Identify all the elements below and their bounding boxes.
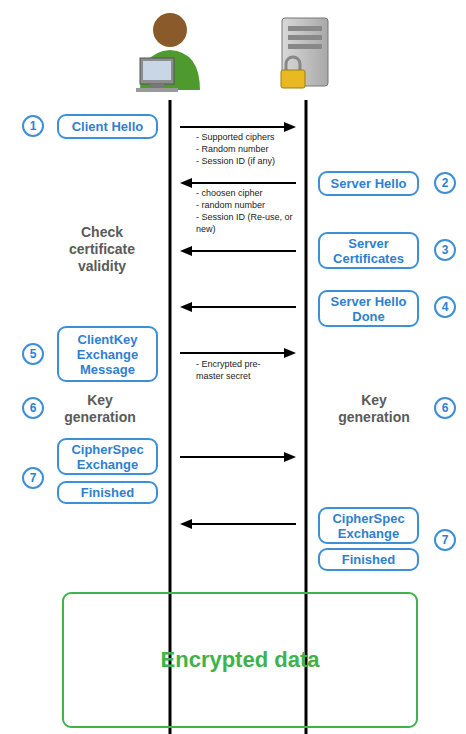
node-text: Server Certificates <box>320 236 417 266</box>
server-icon <box>281 18 328 88</box>
step-note: Check certificate validity <box>50 224 154 275</box>
message-detail: - choosen cipher <box>196 187 301 199</box>
step-note: Key generation <box>326 392 422 426</box>
node-text: CipherSpec Exchange <box>59 442 156 472</box>
message-detail: - Supported ciphers <box>196 131 301 143</box>
node-text: Encrypted data <box>161 647 320 673</box>
message-arrows <box>180 122 296 529</box>
node-body: CipherSpec Exchange <box>320 511 417 541</box>
handshake-step: ClientKey Exchange Message <box>57 326 158 382</box>
node-body: Server Hello <box>331 176 407 191</box>
node-body: ClientKey Exchange Message <box>59 332 156 377</box>
handshake-step: Finished <box>57 481 158 504</box>
handshake-step: CipherSpec Exchange <box>318 507 419 544</box>
callout-number: 6 <box>434 397 456 419</box>
callout-number: 5 <box>22 343 44 365</box>
node-text: Finished <box>342 552 395 567</box>
handshake-step: Server Hello <box>318 171 419 196</box>
node-text: Client Hello <box>72 119 144 134</box>
handshake-step: Server Certificates <box>318 232 419 269</box>
node-text: Server Hello Done <box>320 294 417 324</box>
client-icon <box>136 13 200 92</box>
step-note: Key generation <box>52 392 148 426</box>
node-body: Server Hello Done <box>320 294 417 324</box>
callout-number: 6 <box>22 397 44 419</box>
node-body: Encrypted data <box>161 647 320 673</box>
callout-number: 7 <box>22 467 44 489</box>
callout-number: 2 <box>434 172 456 194</box>
node-text: ClientKey Exchange Message <box>59 332 156 377</box>
handshake-step: Server Hello Done <box>318 290 419 327</box>
callout-number: 4 <box>434 296 456 318</box>
node-body: CipherSpec Exchange <box>59 442 156 472</box>
message-detail: - Session ID (Re-use, or new) <box>196 211 294 235</box>
node-body: Finished <box>81 485 134 500</box>
client-lifeline <box>169 100 172 734</box>
message-detail: - Encrypted pre-master secret <box>196 358 268 382</box>
callout-number: 3 <box>434 239 456 261</box>
callout-number: 7 <box>434 529 456 551</box>
handshake-step: Finished <box>318 548 419 571</box>
node-body: Server Certificates <box>320 236 417 266</box>
message-detail: - Random number <box>196 143 301 155</box>
node-body: Finished <box>342 552 395 567</box>
callout-number: 1 <box>22 115 44 137</box>
handshake-step: Client Hello <box>57 114 158 139</box>
server-lifeline <box>305 100 308 734</box>
node-text: CipherSpec Exchange <box>320 511 417 541</box>
handshake-step: CipherSpec Exchange <box>57 438 158 475</box>
node-body: Client Hello <box>72 119 144 134</box>
message-detail: - random number <box>196 199 301 211</box>
encrypted-band: Encrypted data <box>62 592 418 728</box>
message-detail: - Session ID (if any) <box>196 155 301 167</box>
node-text: Finished <box>81 485 134 500</box>
node-text: Server Hello <box>331 176 407 191</box>
